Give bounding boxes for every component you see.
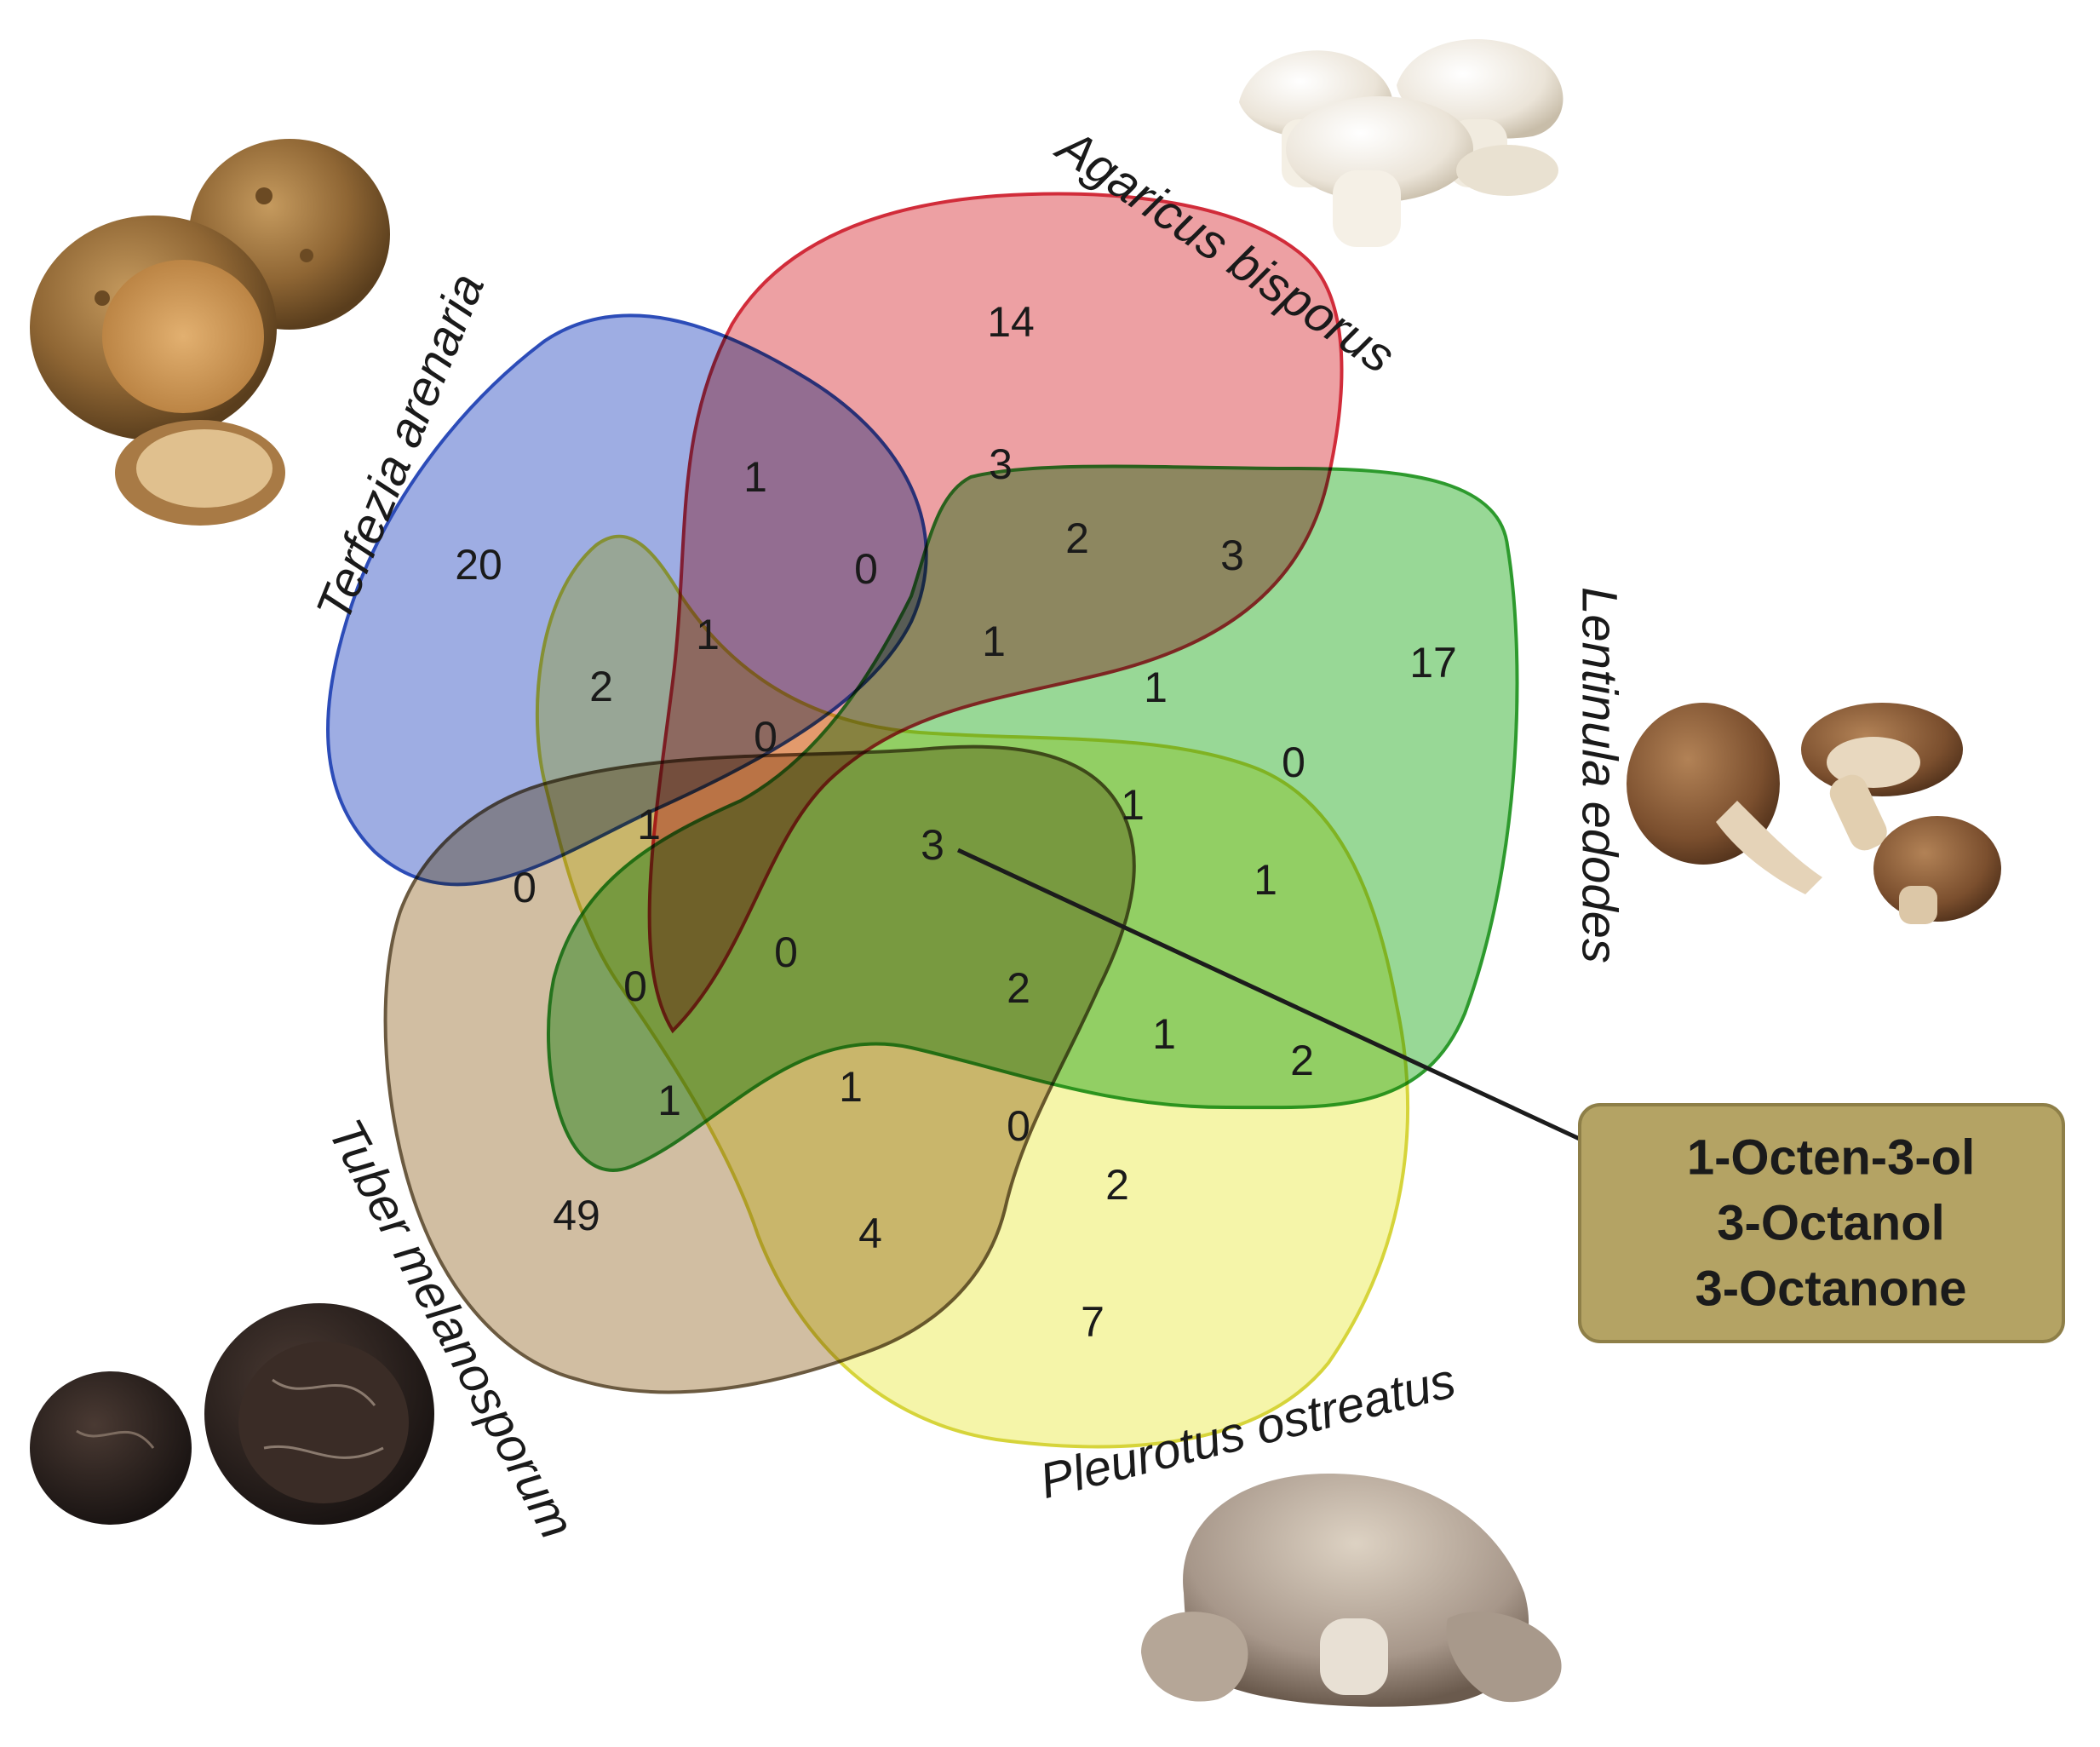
region-count-c-1-d: 1 — [1144, 664, 1168, 711]
region-count-c-0-a: 0 — [854, 545, 878, 593]
region-count-c-2-d: 2 — [1290, 1037, 1314, 1084]
region-count-c-1-a: 1 — [743, 453, 767, 501]
region-count-c-0-b: 0 — [754, 713, 777, 761]
region-count-pleurotus-only: 7 — [1081, 1298, 1105, 1346]
callout-box — [1578, 1103, 2065, 1343]
region-count-c-1-f: 1 — [637, 801, 661, 848]
compound-callout: 1-Octen-3-ol 3-Octanol 3-Octanone — [956, 848, 2065, 1343]
region-count-c-1-e: 1 — [1121, 781, 1145, 829]
region-count-c-2-c: 2 — [1007, 964, 1030, 1012]
region-count-c-0-f: 0 — [623, 963, 647, 1010]
region-count-c-1-h: 1 — [1152, 1010, 1176, 1058]
region-count-tuber-only: 49 — [553, 1192, 600, 1239]
region-count-c-1-b: 1 — [696, 611, 720, 658]
region-count-c-2-e: 2 — [1105, 1161, 1129, 1209]
region-count-c-3-b: 3 — [1220, 532, 1244, 579]
region-count-c-0-e: 0 — [774, 928, 798, 976]
shiitake-mushroom-photo — [1627, 703, 2001, 924]
region-count-terfezia-only: 20 — [455, 541, 502, 589]
black-truffle-photo — [30, 1303, 434, 1525]
region-count-c-0-c: 0 — [1282, 738, 1305, 786]
callout-leader-line — [956, 848, 1620, 1159]
white-button-mushroom-photo — [1239, 38, 1564, 247]
set-tuber-melanosporum — [383, 744, 1136, 1394]
region-count-c-0-g: 0 — [1007, 1102, 1030, 1150]
region-count-c-1-j: 1 — [839, 1063, 863, 1111]
callout-line-1: 1-Octen-3-ol — [1687, 1130, 1975, 1186]
oyster-mushroom-photo — [1141, 1474, 1562, 1707]
region-count-c-1-g: 1 — [1254, 856, 1277, 904]
desert-truffle-photo — [30, 139, 390, 526]
region-count-lentinula-only: 17 — [1409, 639, 1457, 687]
region-count-c-1-c: 1 — [982, 618, 1006, 665]
region-count-agaricus-only: 14 — [987, 298, 1035, 346]
label-lentinula-edodes: Lentinula edodes — [1572, 587, 1627, 963]
region-count-c-2-a: 2 — [1065, 514, 1089, 562]
callout-line-2: 3-Octanol — [1717, 1196, 1945, 1251]
region-count-c-4-a: 4 — [858, 1210, 882, 1257]
callout-line-3: 3-Octanone — [1695, 1261, 1966, 1317]
region-count-c-3-a: 3 — [989, 440, 1013, 488]
region-count-c-1-i: 1 — [657, 1077, 681, 1124]
region-count-c-0-d: 0 — [513, 864, 536, 911]
region-count-c-3-center: 3 — [921, 821, 944, 869]
region-count-c-2-b: 2 — [589, 663, 613, 710]
